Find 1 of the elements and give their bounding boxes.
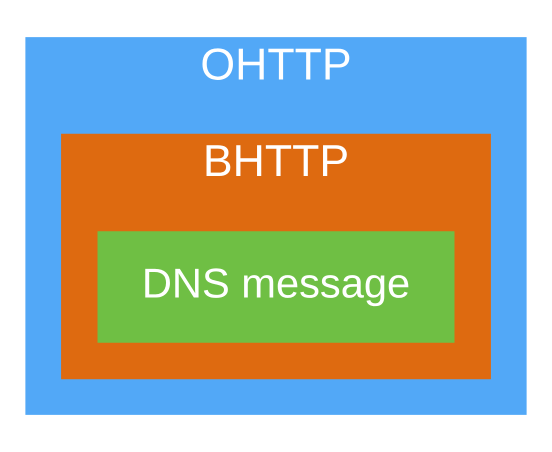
node-box: DNS message <box>98 231 454 343</box>
